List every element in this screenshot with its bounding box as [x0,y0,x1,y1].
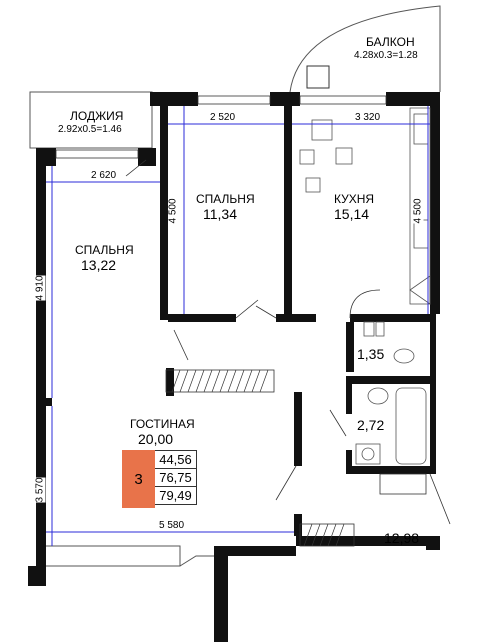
living-area-cell: 44,56 [155,450,197,469]
bedroom2-area: 13,22 [81,257,117,273]
wc-area: 1,35 [357,346,385,362]
area-summary: 3 44,56 76,75 79,49 [122,450,197,508]
living-name: ГОСТИНАЯ [130,417,195,431]
rooms-count-badge: 3 [122,450,155,508]
balcony-unit [306,65,330,89]
radiator-hatch [171,369,345,547]
area-with-balcony-cell: 79,49 [155,486,197,505]
dim-living-depth: 3 570 [34,477,46,503]
hall-area: 12,98 [384,530,420,546]
bath-area: 2,72 [357,417,385,433]
door-swings [125,159,451,525]
bath-fixtures [355,321,427,465]
kitchen-name: КУХНЯ [334,192,375,206]
dim-living-width: 5 580 [158,520,186,531]
bedroom1-area: 11,34 [203,206,237,222]
bay-window [46,545,181,567]
loggia-size: 2.92x0.5=1.46 [58,124,122,135]
dim-kitchen-width: 3 320 [354,112,382,123]
bedroom2-name: СПАЛЬНЯ [75,243,134,257]
area-table: 44,56 76,75 79,49 [155,450,197,508]
kitchen-area: 15,14 [334,206,370,222]
loggia-name: ЛОДЖИЯ [70,109,124,123]
bedroom1-name: СПАЛЬНЯ [196,192,255,206]
dimension-lines [46,106,430,546]
dim-bedroom2-depth: 4 910 [34,275,46,301]
loggia-outline [29,91,153,149]
dim-kitchen-depth: 4 500 [412,198,424,224]
balcony-size: 4.28x0.3=1.28 [354,50,418,61]
dim-bedroom1-depth: 4 500 [167,198,179,224]
balcony-outline [289,5,441,93]
living-area: 20,00 [138,431,174,447]
total-area-cell: 76,75 [155,468,197,487]
balcony-name: БАЛКОН [366,35,415,49]
dim-bedroom2-width: 2 620 [90,170,118,181]
dim-bedroom1-width: 2 520 [209,112,237,123]
